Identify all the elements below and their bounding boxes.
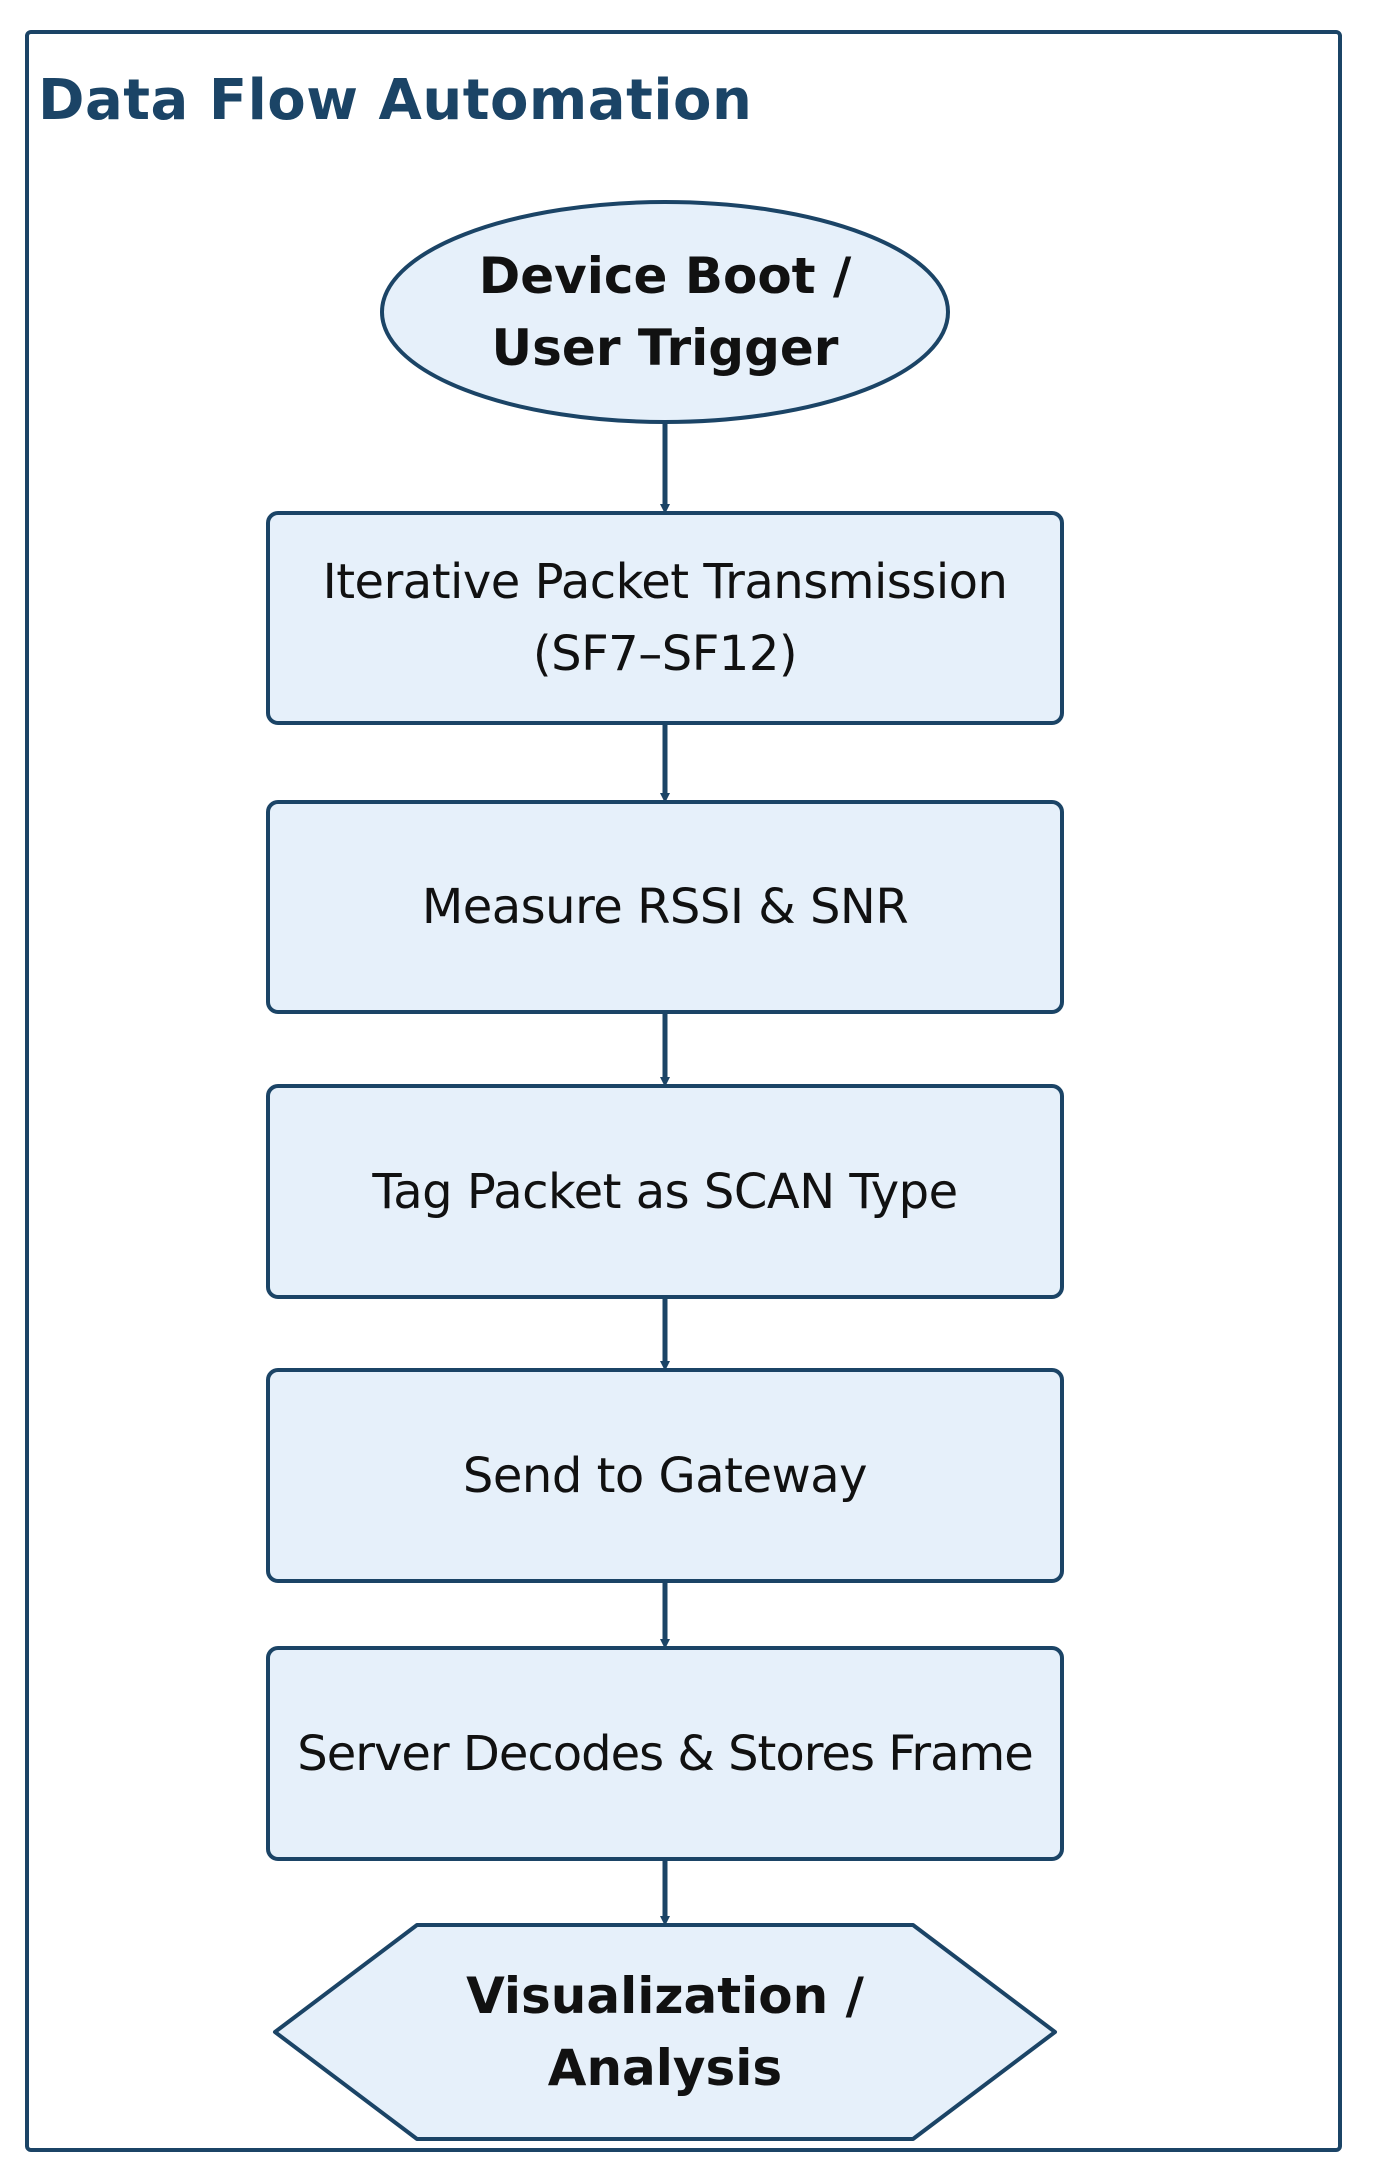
step-measure-label: Measure RSSI & SNR	[421, 879, 909, 935]
end-node-line2: Analysis	[547, 2039, 783, 2097]
diagram-title: Data Flow Automation	[38, 68, 753, 133]
end-node-shape	[273, 1923, 1057, 2141]
step-tag-label: Tag Packet as SCAN Type	[372, 1163, 958, 1220]
diagram-frame	[25, 30, 1342, 2152]
step-transmission-line2: (SF7–SF12)	[532, 626, 798, 682]
step-transmission-line1: Iterative Packet Transmission	[322, 554, 1008, 610]
start-node-label: Device Boot / User Trigger	[382, 202, 948, 422]
step-server-label: Server Decodes & Stores Frame	[297, 1725, 1034, 1782]
start-node-line1: Device Boot /	[478, 247, 852, 305]
end-node-line1: Visualization /	[466, 1967, 864, 2025]
step-send-label: Send to Gateway	[462, 1447, 868, 1504]
step-transmission-label: Iterative Packet Transmission (SF7–SF12)	[268, 513, 1062, 723]
start-node-line2: User Trigger	[491, 319, 839, 377]
end-node-label: Visualization / Analysis	[275, 1925, 1055, 2139]
